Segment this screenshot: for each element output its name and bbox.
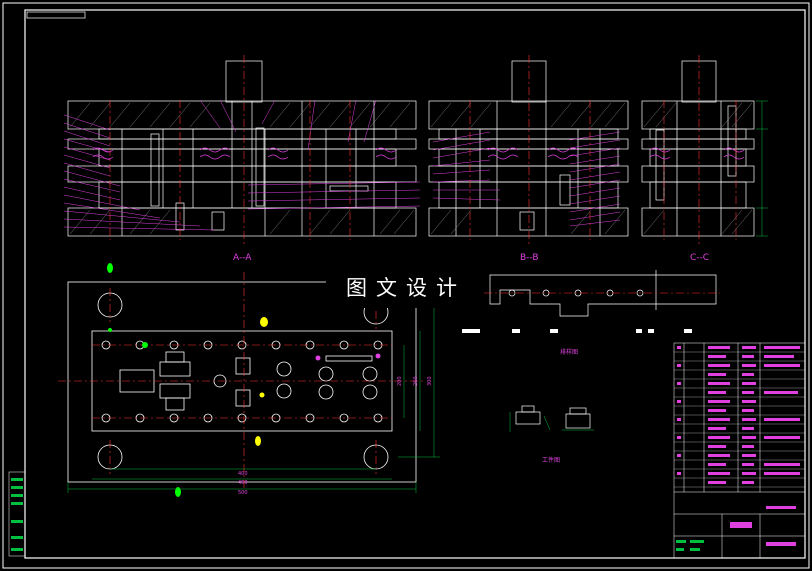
plan-height-dim-2: 260 bbox=[413, 376, 419, 386]
section-b-label: B--B bbox=[520, 253, 539, 263]
strip-layout-caption: 排样图 bbox=[560, 348, 578, 356]
section-b-center-lines bbox=[469, 55, 591, 245]
section-a-center-lines bbox=[109, 55, 351, 245]
plan-width-dim-2: 450 bbox=[238, 480, 248, 486]
plan-view-markers bbox=[107, 263, 381, 497]
strip-feed-marks bbox=[462, 329, 692, 333]
section-b-springs bbox=[487, 147, 579, 160]
plan-height-dim-1: 200 bbox=[397, 376, 403, 386]
plan-view-center-lines bbox=[58, 272, 426, 492]
section-a-view bbox=[67, 60, 417, 237]
workpiece-caption: 工件图 bbox=[542, 456, 560, 464]
plan-width-dim-1: 400 bbox=[238, 471, 248, 477]
section-a-label: A--A bbox=[233, 253, 252, 263]
parts-list-table bbox=[673, 342, 806, 559]
plan-height-dim-3: 300 bbox=[427, 376, 433, 386]
parts-list-entries bbox=[708, 346, 800, 546]
section-c-dimension-lines bbox=[756, 100, 768, 237]
title-block-green-marks bbox=[676, 540, 704, 551]
section-a-hatching bbox=[69, 102, 415, 235]
watermark-background bbox=[326, 268, 484, 308]
section-a-leaders bbox=[63, 99, 421, 231]
plan-width-dim-3: 500 bbox=[238, 490, 248, 496]
workpiece-dimension-lines bbox=[509, 412, 594, 432]
section-b-leaders bbox=[432, 131, 621, 227]
revision-strip bbox=[8, 471, 26, 557]
section-c-view bbox=[641, 60, 755, 237]
section-b-view bbox=[428, 60, 629, 237]
plan-view-dimension-lines bbox=[67, 304, 440, 493]
section-c-label: C--C bbox=[690, 253, 709, 263]
section-c-center-lines bbox=[663, 55, 737, 245]
plan-view bbox=[67, 281, 417, 483]
parts-list-index-column bbox=[677, 346, 681, 475]
section-c-springs bbox=[649, 147, 745, 160]
watermark-text: 图文设计 bbox=[346, 276, 466, 300]
section-b-hatching bbox=[430, 102, 626, 235]
section-a-springs bbox=[92, 147, 397, 160]
workpiece-drawing bbox=[515, 405, 591, 429]
parts-list-rows bbox=[674, 351, 805, 488]
section-c-hatching bbox=[643, 102, 753, 235]
